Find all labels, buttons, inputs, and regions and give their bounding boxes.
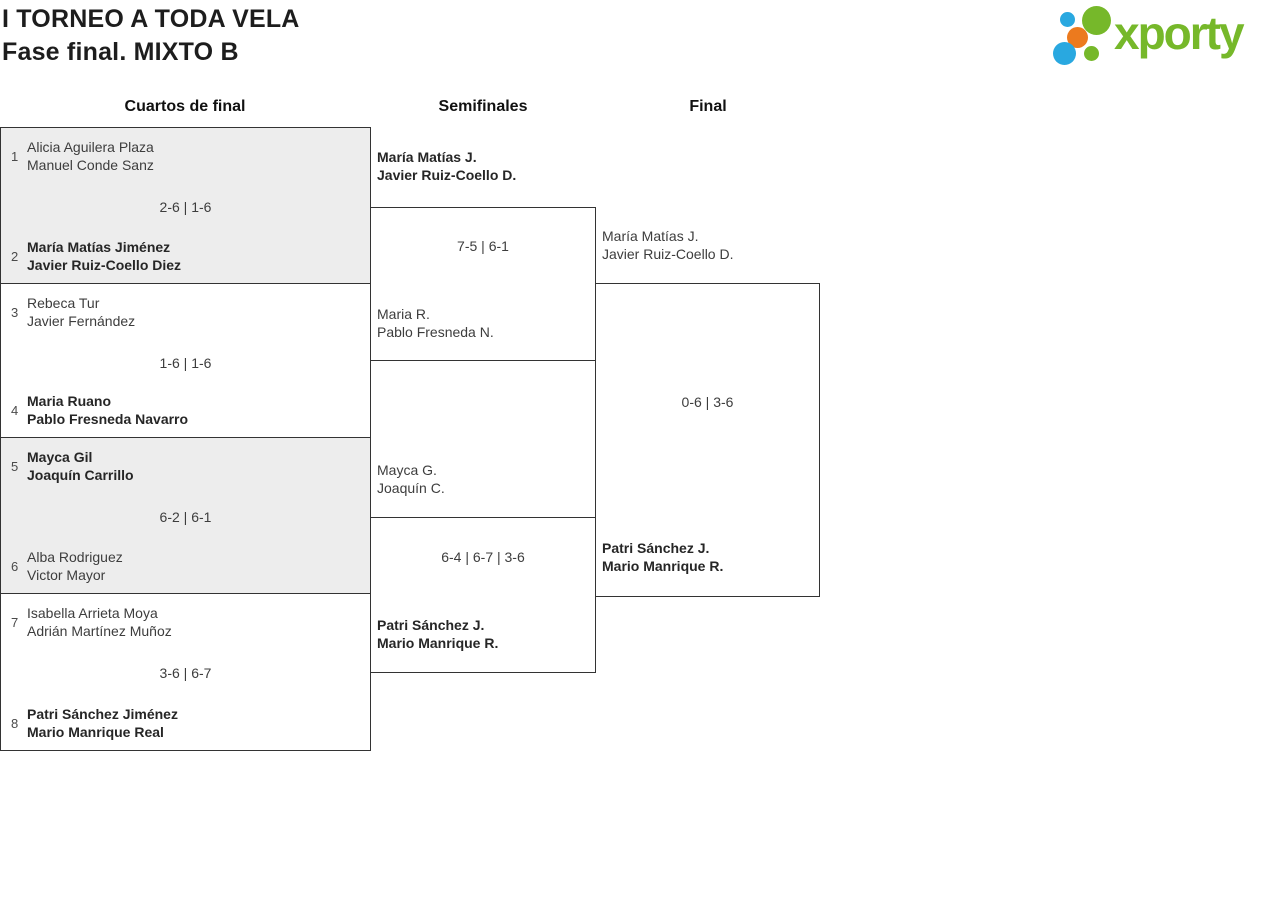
player-name: Mayca Gil [27,449,93,465]
player-name: María Matías J. [602,228,699,244]
match-box-qf-2: 3 Rebeca Tur Javier Fernández 1-6 | 1-6 … [0,283,371,438]
player-name: Adrián Martínez Muñoz [27,623,172,639]
round-header-quarterfinals: Cuartos de final [124,98,246,115]
team-names: Alicia Aguilera Plaza Manuel Conde Sanz [27,138,154,174]
player-name: Alba Rodriguez [27,549,123,565]
team-names: Isabella Arrieta Moya Adrián Martínez Mu… [27,604,172,640]
match-score: 2-6 | 1-6 [159,199,212,215]
team-names: Patri Sánchez Jiménez Mario Manrique Rea… [27,705,178,741]
match-score: 3-6 | 6-7 [159,665,212,681]
seed-number: 5 [11,458,19,474]
team-label-final-bottom: Patri Sánchez J. Mario Manrique R. [602,539,723,575]
team-names: Maria Ruano Pablo Fresneda Navarro [27,392,188,428]
seed-number: 2 [11,248,19,264]
seed-number: 1 [11,148,19,164]
match-score: 6-2 | 6-1 [159,509,212,525]
player-name: Pablo Fresneda Navarro [27,411,189,427]
round-header-semifinals: Semifinales [438,98,528,115]
player-name: Joaquín C. [377,480,445,496]
player-name: Maria R. [377,306,430,322]
team-entry: 6 Alba Rodriguez Victor Mayor [9,548,362,584]
player-name: Mario Manrique Real [27,724,164,740]
seed-number: 7 [11,614,19,630]
player-name: Isabella Arrieta Moya [27,605,158,621]
match-score: 0-6 | 3-6 [681,394,734,410]
match-box-qf-3: 5 Mayca Gil Joaquín Carrillo 6-2 | 6-1 6… [0,437,371,594]
logo-dot-orange-icon [1067,27,1088,48]
team-entry: 2 María Matías Jiménez Javier Ruiz-Coell… [9,238,362,274]
player-name: Mayca G. [377,462,437,478]
seed-number: 3 [11,304,19,320]
player-name: Javier Fernández [27,313,136,329]
team-label-final-top: María Matías J. Javier Ruiz-Coello D. [602,227,733,263]
team-entry: 1 Alicia Aguilera Plaza Manuel Conde San… [9,138,362,174]
seed-number: 6 [11,558,19,574]
player-name: Victor Mayor [27,567,106,583]
match-box-final: 0-6 | 3-6 [595,283,820,597]
match-box-qf-4: 7 Isabella Arrieta Moya Adrián Martínez … [0,593,371,751]
player-name: Patri Sánchez J. [377,617,485,633]
xporty-logo[interactable]: xporty [1045,0,1277,72]
team-names: María Matías Jiménez Javier Ruiz-Coello … [27,238,181,274]
player-name: Pablo Fresneda N. [377,324,494,340]
team-entry: 7 Isabella Arrieta Moya Adrián Martínez … [9,604,362,640]
player-name: Joaquín Carrillo [27,467,134,483]
logo-dot-blue-large-icon [1053,42,1076,65]
player-name: Maria Ruano [27,393,112,409]
tournament-subtitle: Fase final. MIXTO B [2,38,239,66]
team-label-sf1-bottom: Maria R. Pablo Fresneda N. [377,305,494,341]
logo-dot-blue-small-icon [1060,12,1075,27]
logo-dot-green-large-icon [1082,6,1111,35]
team-names: Rebeca Tur Javier Fernández [27,294,135,330]
player-name: Mario Manrique R. [602,558,724,574]
team-label-sf1-top: María Matías J. Javier Ruiz-Coello D. [377,148,516,184]
team-entry: 8 Patri Sánchez Jiménez Mario Manrique R… [9,705,362,741]
logo-wordmark: xporty [1114,7,1245,59]
match-score: 1-6 | 1-6 [159,355,212,371]
player-name: Patri Sánchez J. [602,540,710,556]
player-name: Javier Ruiz-Coello D. [602,246,734,262]
team-label-sf2-top: Mayca G. Joaquín C. [377,461,445,497]
team-entry: 4 Maria Ruano Pablo Fresneda Navarro [9,392,362,428]
player-name: Alicia Aguilera Plaza [27,139,154,155]
team-entry: 3 Rebeca Tur Javier Fernández [9,294,362,330]
player-name: María Matías J. [377,149,477,165]
player-name: Manuel Conde Sanz [27,157,154,173]
team-names: Mayca Gil Joaquín Carrillo [27,448,134,484]
player-name: Mario Manrique R. [377,635,499,651]
page-header: I TORNEO A TODA VELA Fase final. MIXTO B [2,3,300,69]
player-name: María Matías Jiménez [27,239,171,255]
seed-number: 8 [11,715,19,731]
logo-dot-green-small-icon [1084,46,1099,61]
player-name: Javier Ruiz-Coello Diez [27,257,182,273]
player-name: Javier Ruiz-Coello D. [377,167,517,183]
match-score: 6-4 | 6-7 | 3-6 [441,549,525,565]
player-name: Rebeca Tur [27,295,100,311]
seed-number: 4 [11,402,19,418]
tournament-title: I TORNEO A TODA VELA [2,5,300,33]
match-score: 7-5 | 6-1 [457,238,509,254]
team-entry: 5 Mayca Gil Joaquín Carrillo [9,448,362,484]
team-names: Alba Rodriguez Victor Mayor [27,548,123,584]
player-name: Patri Sánchez Jiménez [27,706,178,722]
round-header-final: Final [689,98,727,115]
match-box-qf-1: 1 Alicia Aguilera Plaza Manuel Conde San… [0,127,371,284]
team-label-sf2-bottom: Patri Sánchez J. Mario Manrique R. [377,616,498,652]
